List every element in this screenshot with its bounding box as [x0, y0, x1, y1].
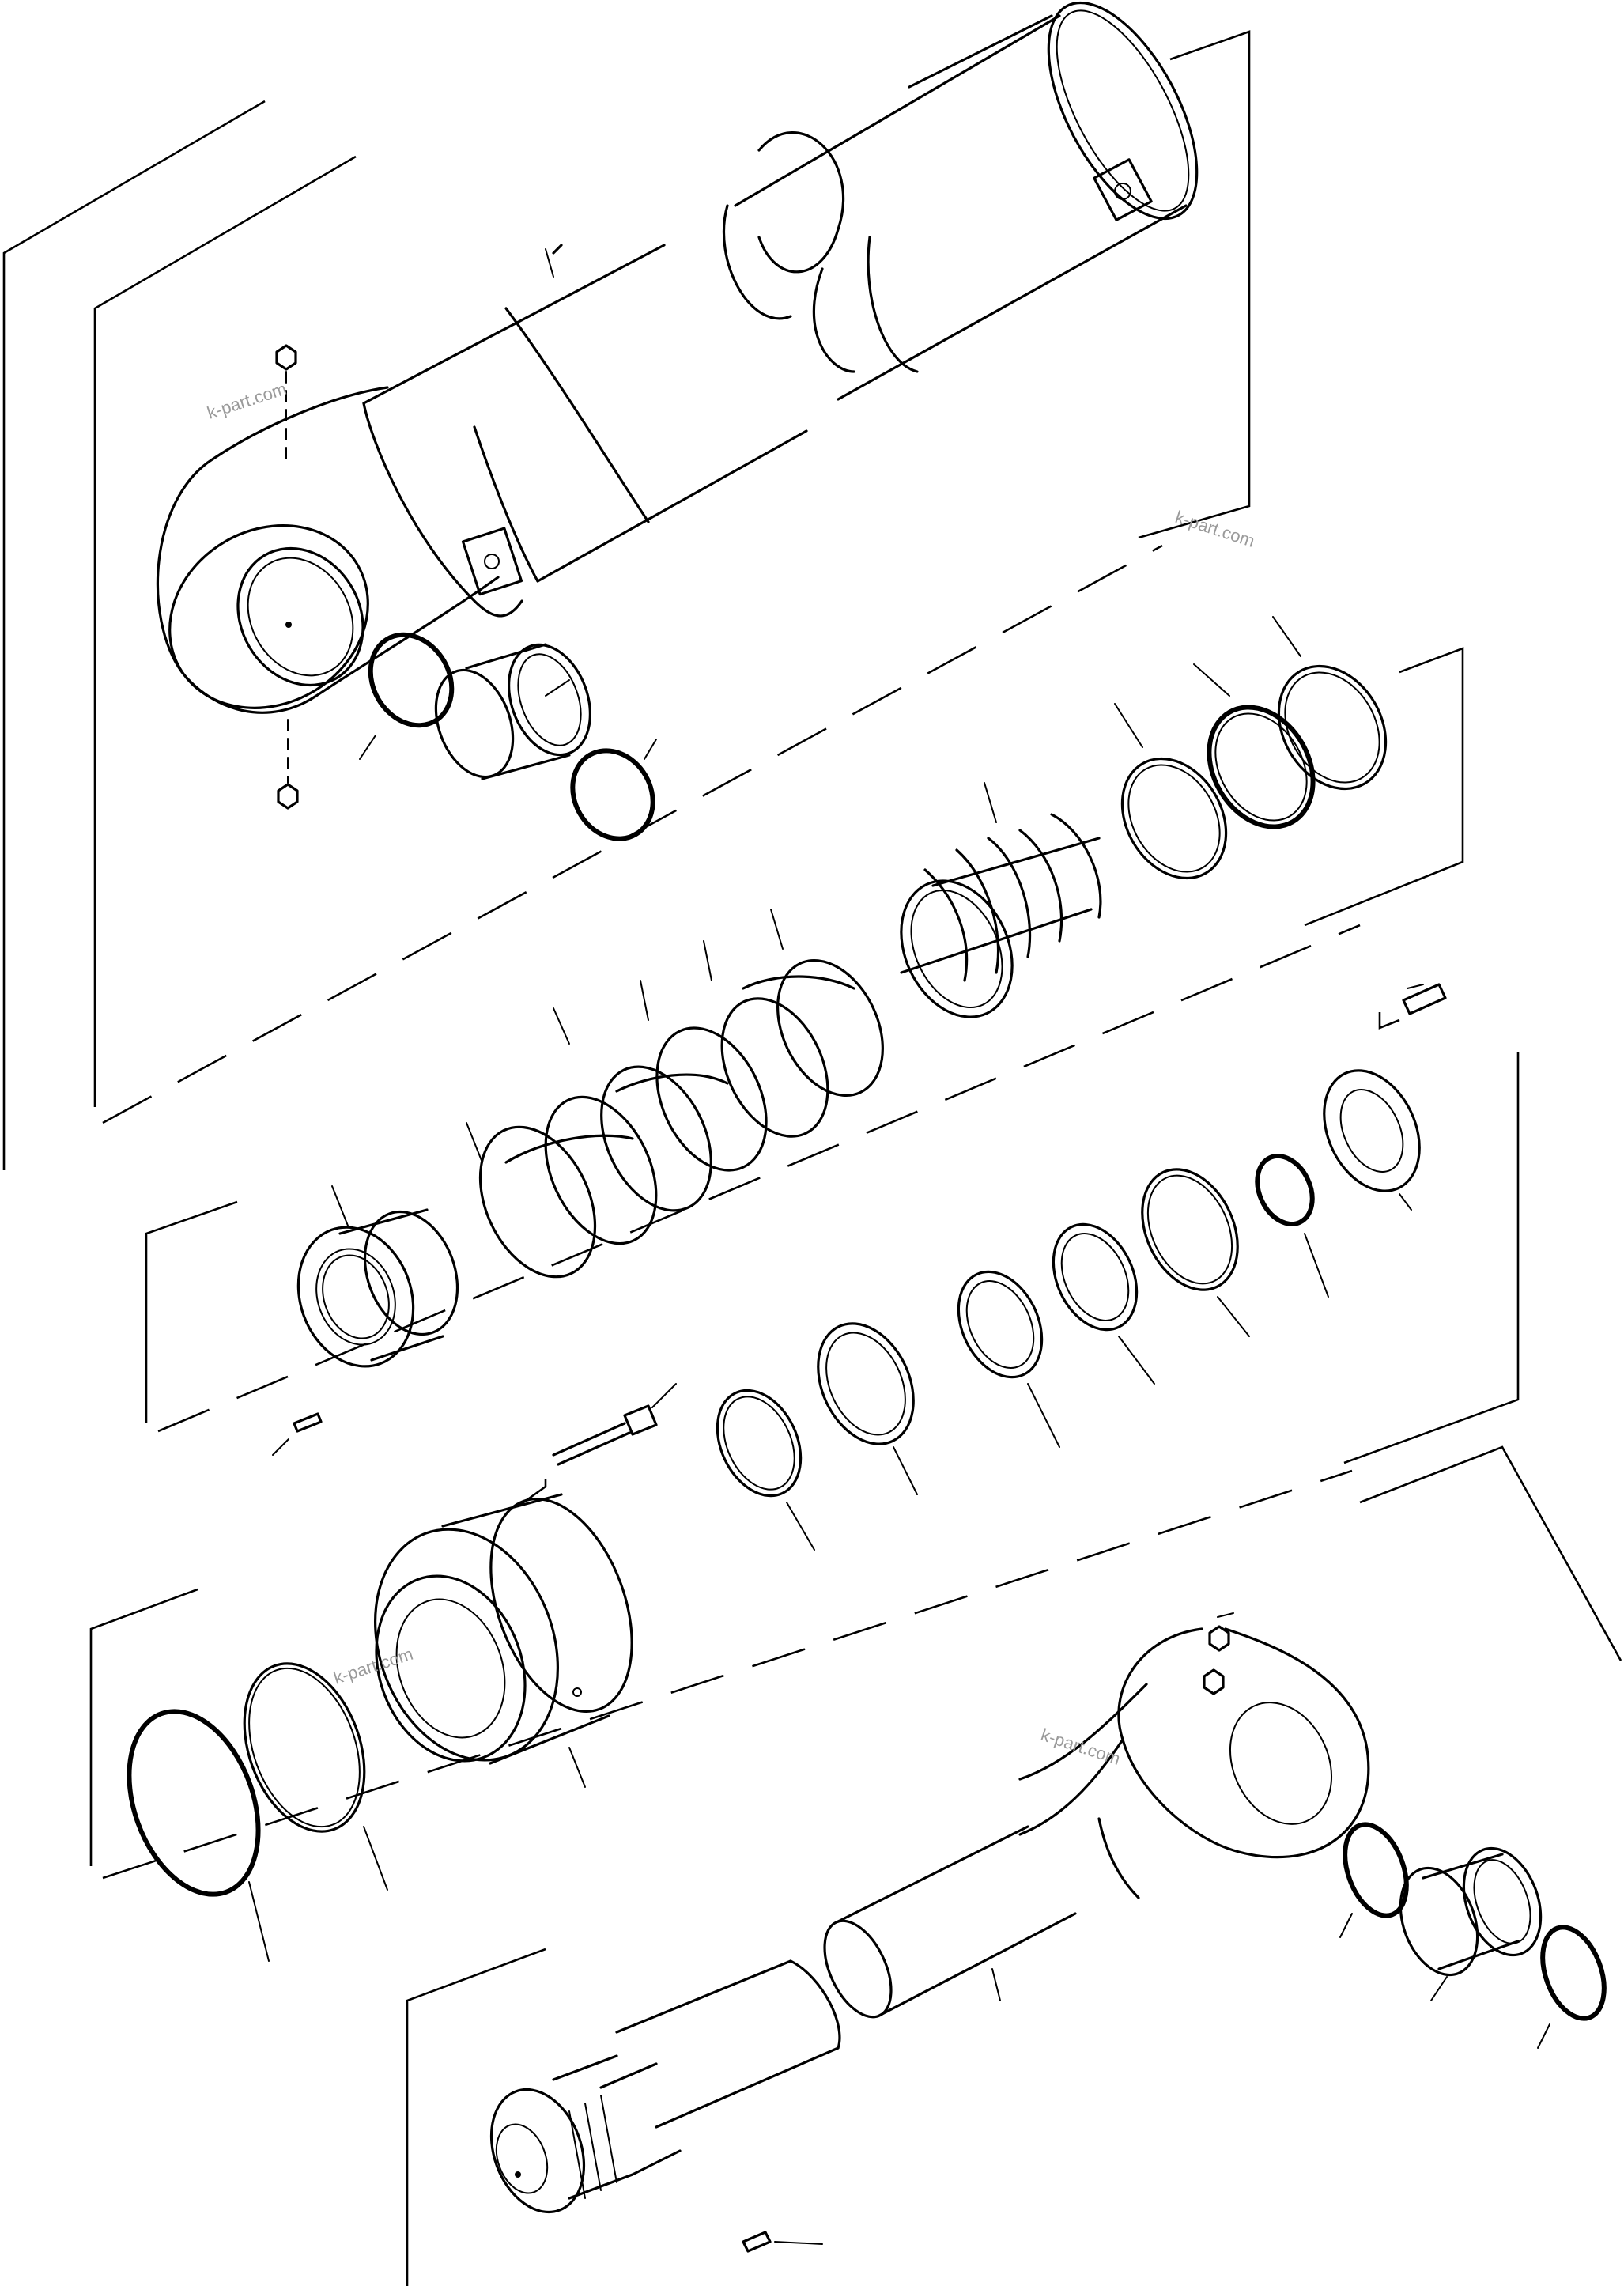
watermark: k-part.com — [331, 1644, 416, 1688]
watermark: k-part.com — [1038, 1725, 1123, 1769]
frame-cylinder-right — [1138, 30, 1251, 539]
head-seals — [716, 1069, 1421, 1551]
cylinder-tube — [156, 1, 1199, 810]
group-frames — [2, 30, 1622, 2286]
piston-rod — [489, 1612, 1370, 2253]
frame-cylinder-group — [93, 155, 357, 1107]
frame-bolt-step — [1378, 1012, 1400, 1030]
seal-rings-upper — [1114, 616, 1388, 880]
piston-nut — [272, 1185, 459, 1456]
assembly-axes — [102, 544, 1361, 1880]
clevis-bushing-set — [359, 632, 657, 841]
frame-rod-group — [406, 1948, 546, 2286]
frame-piston-group — [145, 1200, 238, 1423]
cylinder-head — [374, 1493, 633, 1788]
frame-seals-top — [1304, 647, 1464, 927]
piston-bolt — [552, 983, 1447, 1466]
frame-head-group — [89, 1588, 198, 1866]
split-rings — [466, 909, 884, 1279]
head-o-rings — [127, 1662, 388, 1962]
watermark: k-part.com — [205, 379, 289, 423]
port-flange — [1093, 158, 1153, 221]
frame-outer-left — [2, 100, 266, 1170]
frame-piston-right — [1343, 1052, 1520, 1464]
rod-eye-bushing-set — [1339, 1822, 1607, 2049]
piston — [900, 782, 1102, 1018]
frame-rod-right — [1359, 1445, 1622, 1661]
watermark: k-part.com — [1173, 507, 1257, 551]
axis-piston — [157, 924, 1361, 1433]
cap-port-block — [461, 527, 523, 596]
axis-head — [102, 1469, 1353, 1880]
